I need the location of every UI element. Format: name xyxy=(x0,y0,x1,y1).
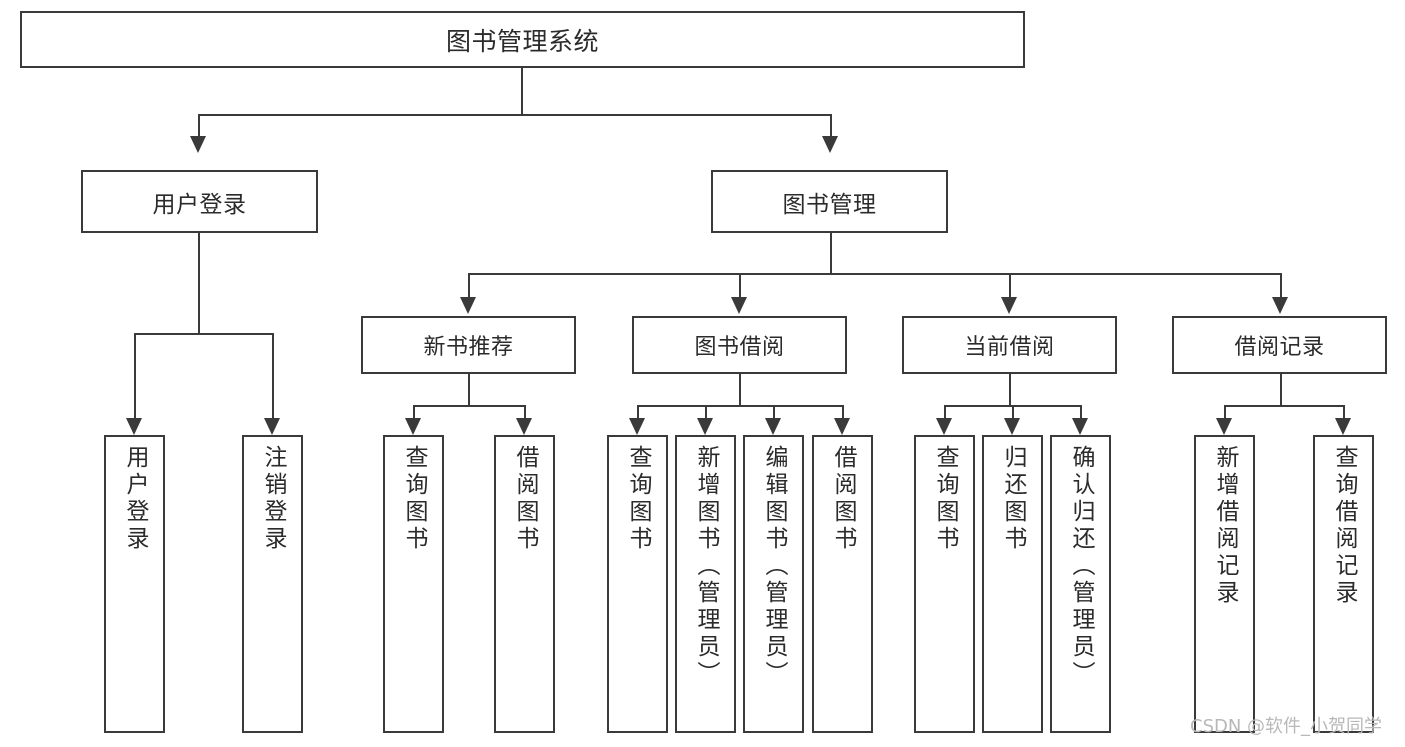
connector-book-borrow-drop-2 xyxy=(705,405,707,418)
arrowhead-book-borrow-leaf-2 xyxy=(697,418,713,435)
connector-book-borrow-drop-3 xyxy=(773,405,775,418)
node-label: 图书管理 xyxy=(782,191,877,218)
arrowhead-to-user-login xyxy=(190,136,206,153)
leaf-user-login-signout[interactable]: 注销登录 xyxy=(242,435,303,733)
leaf-borrow-record-add[interactable]: 新增借阅记录 xyxy=(1194,435,1255,733)
connector-book-borrow-drop-4 xyxy=(842,405,844,418)
arrowhead-book-borrow-leaf-3 xyxy=(765,418,781,435)
connector-user-login-drop-1 xyxy=(134,333,136,418)
node-label: 新增图书（管理员） xyxy=(693,445,719,688)
arrowhead-to-book-manage xyxy=(822,136,838,153)
node-label: 借阅图书 xyxy=(512,445,538,553)
arrowhead-new-book-leaf-2 xyxy=(516,418,532,435)
arrowhead-user-login-leaf-2 xyxy=(264,418,280,435)
leaf-new-book-borrow[interactable]: 借阅图书 xyxy=(494,435,555,733)
node-label: 查询借阅记录 xyxy=(1331,445,1357,607)
connector-book-manage-drop-3 xyxy=(1009,273,1011,297)
arrowhead-book-borrow-leaf-4 xyxy=(834,418,850,435)
connector-book-manage-drop-1 xyxy=(468,273,470,297)
connector-current-borrow-drop-1 xyxy=(944,405,946,418)
leaf-book-borrow-lend[interactable]: 借阅图书 xyxy=(812,435,873,733)
connector-current-borrow-drop-2 xyxy=(1012,405,1014,418)
node-current-borrow[interactable]: 当前借阅 xyxy=(902,316,1117,374)
arrowhead-to-book-borrow xyxy=(731,297,747,314)
connector-user-login-drop-2 xyxy=(272,333,274,418)
arrowhead-to-current-borrow xyxy=(1001,297,1017,314)
node-label: 借阅记录 xyxy=(1234,335,1325,360)
connector-borrow-record-bus xyxy=(1224,405,1343,407)
arrowhead-borrow-record-leaf-1 xyxy=(1216,418,1232,435)
connector-book-borrow-bus xyxy=(637,405,842,407)
leaf-current-borrow-query[interactable]: 查询图书 xyxy=(914,435,975,733)
node-label: 用户登录 xyxy=(152,191,247,218)
arrowhead-new-book-leaf-1 xyxy=(405,418,421,435)
node-label: 当前借阅 xyxy=(964,335,1055,360)
connector-root-drop-left xyxy=(198,114,200,136)
arrowhead-user-login-leaf-1 xyxy=(126,418,142,435)
leaf-borrow-record-query[interactable]: 查询借阅记录 xyxy=(1313,435,1374,733)
arrowhead-borrow-record-leaf-2 xyxy=(1335,418,1351,435)
node-label: 用户登录 xyxy=(122,445,148,553)
connector-current-borrow-stem xyxy=(1009,374,1011,405)
connector-root-stem xyxy=(521,68,523,114)
arrowhead-current-borrow-leaf-2 xyxy=(1004,418,1020,435)
leaf-current-borrow-return[interactable]: 归还图书 xyxy=(982,435,1043,733)
leaf-book-borrow-edit[interactable]: 编辑图书（管理员） xyxy=(743,435,804,733)
arrowhead-to-new-book xyxy=(460,297,476,314)
connector-new-book-drop-1 xyxy=(413,405,415,418)
connector-borrow-record-stem xyxy=(1280,374,1282,405)
node-root-system[interactable]: 图书管理系统 xyxy=(20,11,1025,68)
connector-root-drop-right xyxy=(830,114,832,136)
connector-new-book-bus xyxy=(413,405,524,407)
leaf-user-login-signin[interactable]: 用户登录 xyxy=(104,435,165,733)
connector-root-bus xyxy=(198,114,830,116)
csdn-watermark: CSDN @软件_小贺同学 xyxy=(1190,716,1383,737)
node-new-book-recommend[interactable]: 新书推荐 xyxy=(361,316,576,374)
node-label: 确认归还（管理员） xyxy=(1068,445,1094,688)
connector-book-manage-drop-4 xyxy=(1280,273,1282,297)
connector-borrow-record-drop-1 xyxy=(1224,405,1226,418)
leaf-new-book-query[interactable]: 查询图书 xyxy=(383,435,444,733)
arrowhead-current-borrow-leaf-3 xyxy=(1072,418,1088,435)
leaf-book-borrow-add[interactable]: 新增图书（管理员） xyxy=(675,435,736,733)
connector-user-login-bus xyxy=(134,333,272,335)
node-label: 查询图书 xyxy=(625,445,651,553)
arrowhead-to-borrow-record xyxy=(1272,297,1288,314)
connector-borrow-record-drop-2 xyxy=(1343,405,1345,418)
node-label: 借阅图书 xyxy=(830,445,856,553)
connector-book-borrow-drop-1 xyxy=(637,405,639,418)
connector-new-book-stem xyxy=(468,374,470,405)
node-label: 查询图书 xyxy=(932,445,958,553)
node-label: 图书借阅 xyxy=(694,335,785,360)
connector-book-manage-bus xyxy=(468,273,1280,275)
connector-current-borrow-drop-3 xyxy=(1080,405,1082,418)
node-label: 编辑图书（管理员） xyxy=(761,445,787,688)
node-label: 新增借阅记录 xyxy=(1212,445,1238,607)
node-label: 新书推荐 xyxy=(423,335,514,360)
connector-book-manage-drop-2 xyxy=(739,273,741,297)
node-book-borrow[interactable]: 图书借阅 xyxy=(632,316,847,374)
connector-book-borrow-stem xyxy=(739,374,741,405)
node-label: 归还图书 xyxy=(1000,445,1026,553)
connector-book-manage-stem xyxy=(830,233,832,273)
leaf-current-borrow-confirm[interactable]: 确认归还（管理员） xyxy=(1050,435,1111,733)
node-borrow-record[interactable]: 借阅记录 xyxy=(1172,316,1387,374)
connector-user-login-stem xyxy=(198,233,200,333)
connector-new-book-drop-2 xyxy=(524,405,526,418)
node-label: 图书管理系统 xyxy=(445,26,599,56)
node-label: 查询图书 xyxy=(401,445,427,553)
leaf-book-borrow-query[interactable]: 查询图书 xyxy=(607,435,668,733)
arrowhead-book-borrow-leaf-1 xyxy=(629,418,645,435)
node-book-management[interactable]: 图书管理 xyxy=(711,170,948,233)
node-user-login[interactable]: 用户登录 xyxy=(81,170,318,233)
arrowhead-current-borrow-leaf-1 xyxy=(936,418,952,435)
node-label: 注销登录 xyxy=(260,445,286,553)
